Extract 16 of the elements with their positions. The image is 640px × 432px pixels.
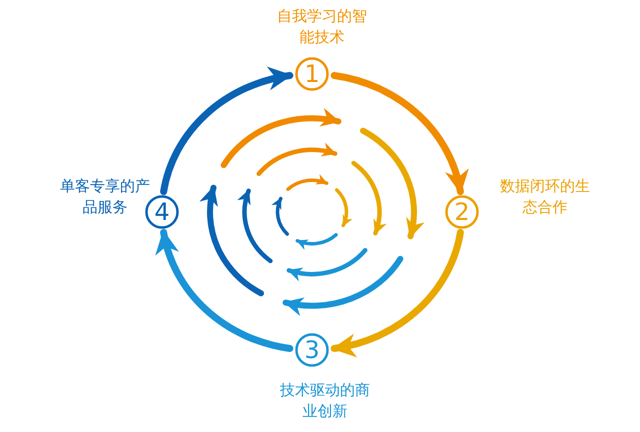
arrow	[160, 68, 294, 196]
step-caption: 自我学习的智能技术	[277, 6, 367, 48]
numbered-circle	[295, 333, 329, 367]
step-caption: 单客专享的产品服务	[60, 176, 150, 218]
arrow	[330, 72, 468, 196]
step-number: 3	[303, 335, 321, 366]
step-caption: 技术驱动的商业创新	[280, 380, 370, 422]
step-number: 1	[303, 59, 321, 90]
numbered-circle	[445, 195, 479, 229]
numbered-circle	[145, 195, 179, 229]
step-number: 2	[453, 197, 471, 228]
arrow	[330, 228, 464, 356]
arrow	[156, 228, 294, 352]
step-caption: 数据闭环的生态合作	[500, 176, 590, 218]
numbered-circle	[295, 57, 329, 91]
step-number: 4	[153, 197, 171, 228]
